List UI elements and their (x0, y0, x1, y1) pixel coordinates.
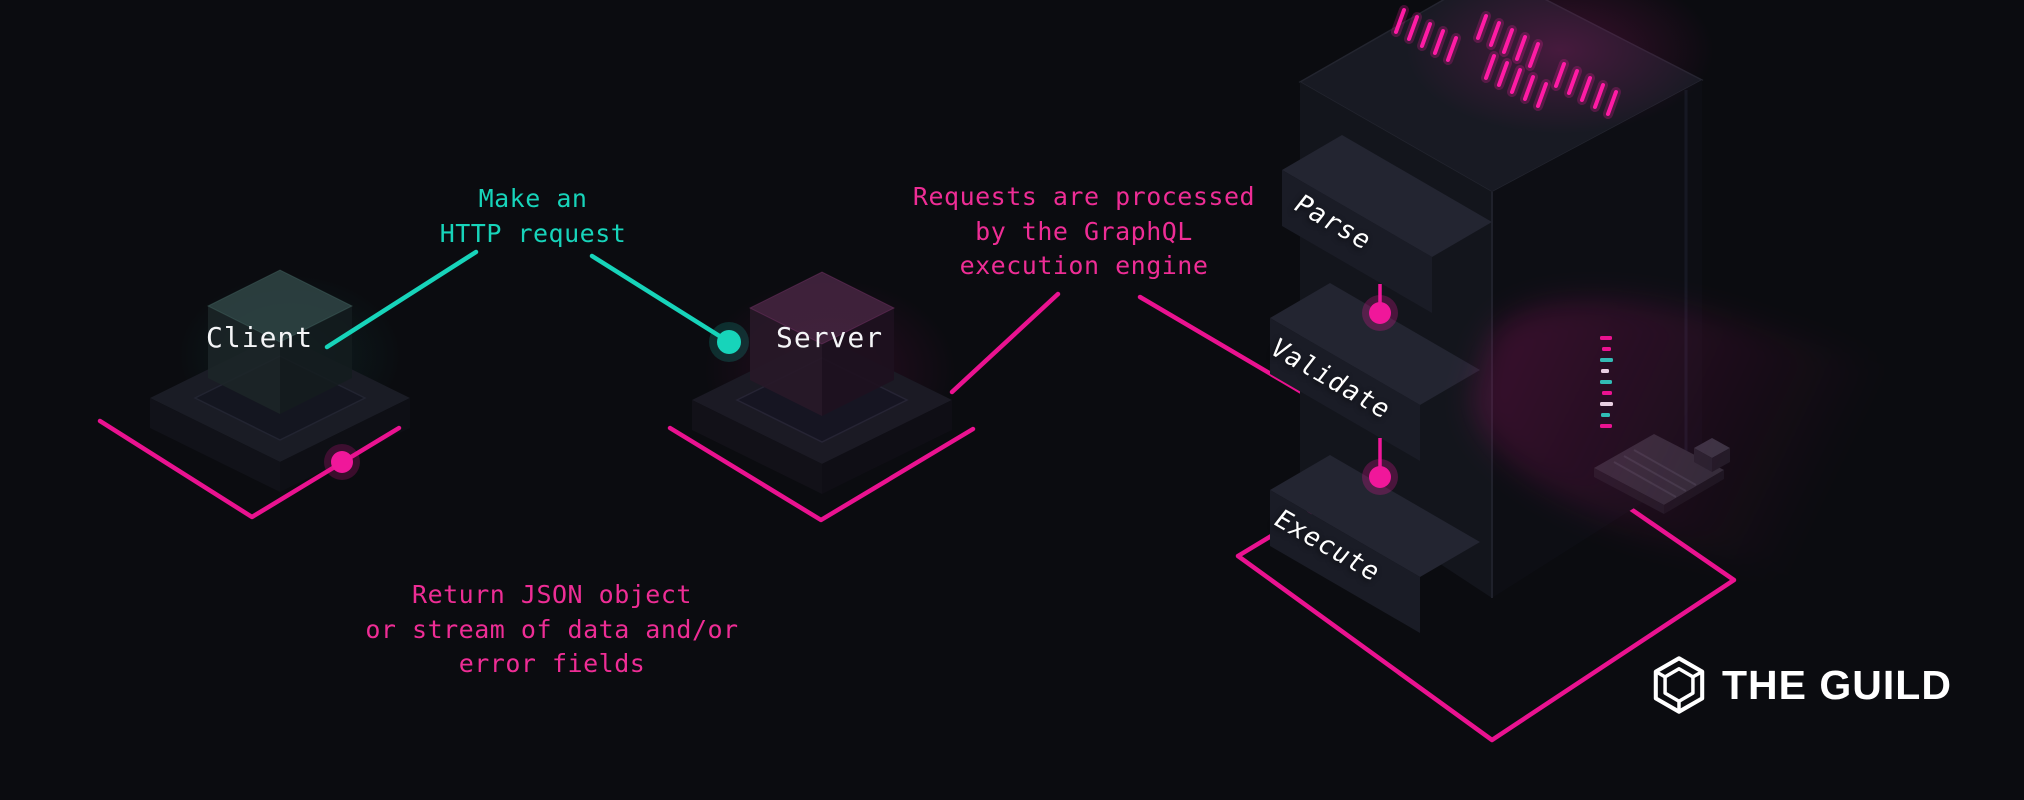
server-label: Server (776, 321, 884, 354)
response-path (97, 418, 976, 523)
http-request-annotation: Make an HTTP request (439, 184, 627, 248)
http-request-line (324, 249, 749, 362)
engine-flow-line-out (949, 291, 1061, 395)
engine-annotation: Requests are processed by the GraphQL ex… (912, 182, 1256, 280)
parse-validate-connector (1362, 284, 1398, 331)
brand-name: THE GUILD (1722, 661, 1952, 708)
validate-execute-connector (1362, 438, 1398, 495)
guild-logo-icon (1653, 656, 1705, 714)
client-label: Client (206, 321, 314, 354)
code-lines (1600, 336, 1613, 428)
server-node (692, 271, 952, 494)
validate-block (1270, 283, 1480, 461)
execute-block (1270, 455, 1480, 633)
response-dot (331, 451, 353, 473)
response-annotation: Return JSON object or stream of data and… (365, 580, 739, 678)
laptop (1594, 434, 1730, 514)
client-node (150, 269, 410, 492)
request-endpoint-dot (717, 330, 741, 354)
brand-lockup: THE GUILD (1650, 656, 1952, 714)
parse-block (1282, 135, 1492, 313)
